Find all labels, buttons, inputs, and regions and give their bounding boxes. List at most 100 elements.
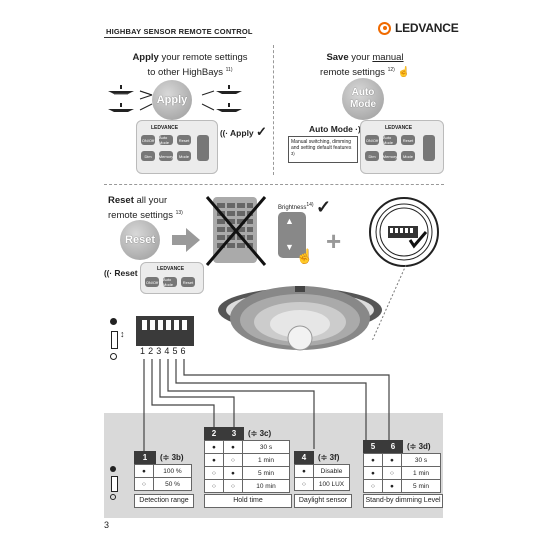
apply-title-bold: Apply (132, 52, 159, 63)
switch-legend-icon (111, 476, 118, 492)
table-cell: 5 min (401, 479, 441, 493)
dip-switch-3[interactable] (158, 320, 163, 330)
remote-btn-brightness (197, 135, 209, 161)
brightness-label-text: Brightness (278, 205, 307, 211)
wiring-lines (143, 359, 390, 451)
plus-icon: + (326, 226, 342, 256)
remote-btn-reset: Reset (181, 277, 195, 287)
highbay-luminaire (218, 286, 382, 351)
daylight-ref: (≑ 3f) (318, 453, 340, 462)
reset-title: Reset all your remote settings 13) (108, 195, 183, 222)
auto-mode-button[interactable]: Auto Mode (342, 78, 384, 120)
table-row: ●●30 s (204, 440, 290, 454)
table-cell: ○ (223, 453, 243, 467)
old-remote-crossed (205, 196, 267, 266)
dip-numbers: 123456 (140, 346, 189, 356)
daylight-table-header: 4 (≑ 3f) (294, 451, 354, 464)
hold-table-header: 2 3 (≑ 3c) (204, 427, 294, 440)
table-cell: 5 min (242, 466, 290, 480)
remote-btn-auto: Auto Mode (383, 135, 397, 145)
remote-btn-mode: Mode (401, 151, 415, 161)
reset-title-line2: remote settings (108, 210, 173, 222)
dip-switch-5[interactable] (174, 320, 179, 330)
brand-name: LEDVANCE (395, 21, 459, 35)
table-row: ○50 % (134, 477, 192, 491)
save-title-rest: your (348, 52, 373, 63)
apply-confirm: ((· Apply ✓ (220, 124, 267, 140)
table-cell: ○ (363, 479, 383, 493)
dip-number: 5 (172, 346, 181, 356)
apply-title: Apply your remote settings to other High… (110, 52, 270, 79)
save-title-line2: remote settings (320, 67, 385, 79)
detection-table-header: 1 (≑ 3b) (134, 451, 194, 464)
table-cell: 30 s (242, 440, 290, 454)
remote-btn-brightness (423, 135, 435, 161)
brightness-footnote: 14) (306, 202, 314, 208)
detection-ref: (≑ 3b) (160, 453, 184, 462)
section-divider-horizontal (104, 184, 444, 185)
dip-switch-4[interactable] (166, 320, 171, 330)
page-number: 3 (104, 520, 110, 530)
table-cell: 1 min (242, 453, 290, 467)
remote-btn-memory: Memory (159, 151, 173, 161)
remote-btn-reset: Reset (401, 135, 415, 145)
table-cell: ● (382, 479, 402, 493)
wifi-icon: ((· (220, 129, 228, 138)
brand-logo: LEDVANCE (378, 21, 459, 35)
table-cell: ● (294, 464, 314, 478)
dip-switch-2[interactable] (150, 320, 155, 330)
standby-table: ●●30 s ●○1 min ○●5 min (363, 453, 441, 493)
remote-control-reset: LEDVANCE ON/Off Auto Mode Reset (140, 262, 204, 294)
reset-confirm: ((· Reset (104, 268, 138, 278)
standby-switch-num: 5 (363, 440, 383, 453)
table-row: ●●30 s (363, 453, 441, 467)
detection-switch-num: 1 (134, 451, 156, 464)
hold-switch-num: 2 (204, 427, 224, 440)
daylight-label: Daylight sensor (294, 494, 352, 508)
table-row: ○100 LUX (294, 477, 350, 491)
table-cell: ● (382, 453, 402, 467)
apply-footnote: 11) (225, 67, 233, 73)
hold-table: ●●30 s ●○1 min ○●5 min ○○10 min (204, 440, 290, 493)
dip-switch-6[interactable] (182, 320, 187, 330)
hand-icon: ☝ (397, 67, 410, 79)
detection-table: ●100 % ○50 % (134, 464, 192, 491)
table-cell: ○ (294, 477, 314, 491)
dip-number: 3 (156, 346, 165, 356)
table-cell: 1 min (401, 466, 441, 480)
brightness-rocker: ▲ ▼ (278, 212, 306, 258)
save-confirm: Auto Mode ·)) (309, 124, 363, 134)
manual-note-footnote: 3) (291, 151, 295, 156)
remote-btn-memory: Memory (383, 151, 397, 161)
arrow-right-icon (172, 228, 200, 252)
table-cell: 100 % (153, 464, 192, 478)
table-cell: ○ (223, 479, 243, 493)
remote-btn-dim: Dim (141, 151, 155, 161)
switch-legend-icon (111, 331, 118, 349)
daylight-table: ●Disable ○100 LUX (294, 464, 350, 491)
reset-title-bold: Reset (108, 195, 134, 206)
manual-note: Manual switching, dimming and setting de… (288, 136, 358, 163)
standby-switch-num: 6 (383, 440, 403, 453)
remote-btn-auto: Auto Mode (163, 277, 177, 287)
ledvance-logo-icon (378, 21, 391, 35)
remote-brand: LEDVANCE (151, 125, 179, 131)
highbay-icon (108, 103, 134, 112)
on-indicator-icon (110, 318, 117, 325)
table-cell: ○ (382, 466, 402, 480)
remote-btn-reset: Reset (177, 135, 191, 145)
standby-ref: (≑ 3d) (407, 442, 431, 451)
reset-button[interactable]: Reset (120, 220, 160, 260)
dip-number: 2 (148, 346, 157, 356)
remote-btn-dim: Dim (365, 151, 379, 161)
dip-number: 1 (140, 346, 149, 356)
detection-label: Detection range (134, 494, 194, 508)
arrow-up-icon: ▲ (285, 216, 294, 226)
daylight-switch-num: 4 (294, 451, 314, 464)
wifi-icon: ·)) (355, 125, 363, 134)
sensor-dipswitch-closeup (369, 197, 439, 267)
apply-button[interactable]: Apply (152, 80, 192, 120)
dip-switch-1[interactable] (142, 320, 147, 330)
off-indicator-icon (110, 494, 116, 500)
table-row: ○○10 min (204, 479, 290, 493)
